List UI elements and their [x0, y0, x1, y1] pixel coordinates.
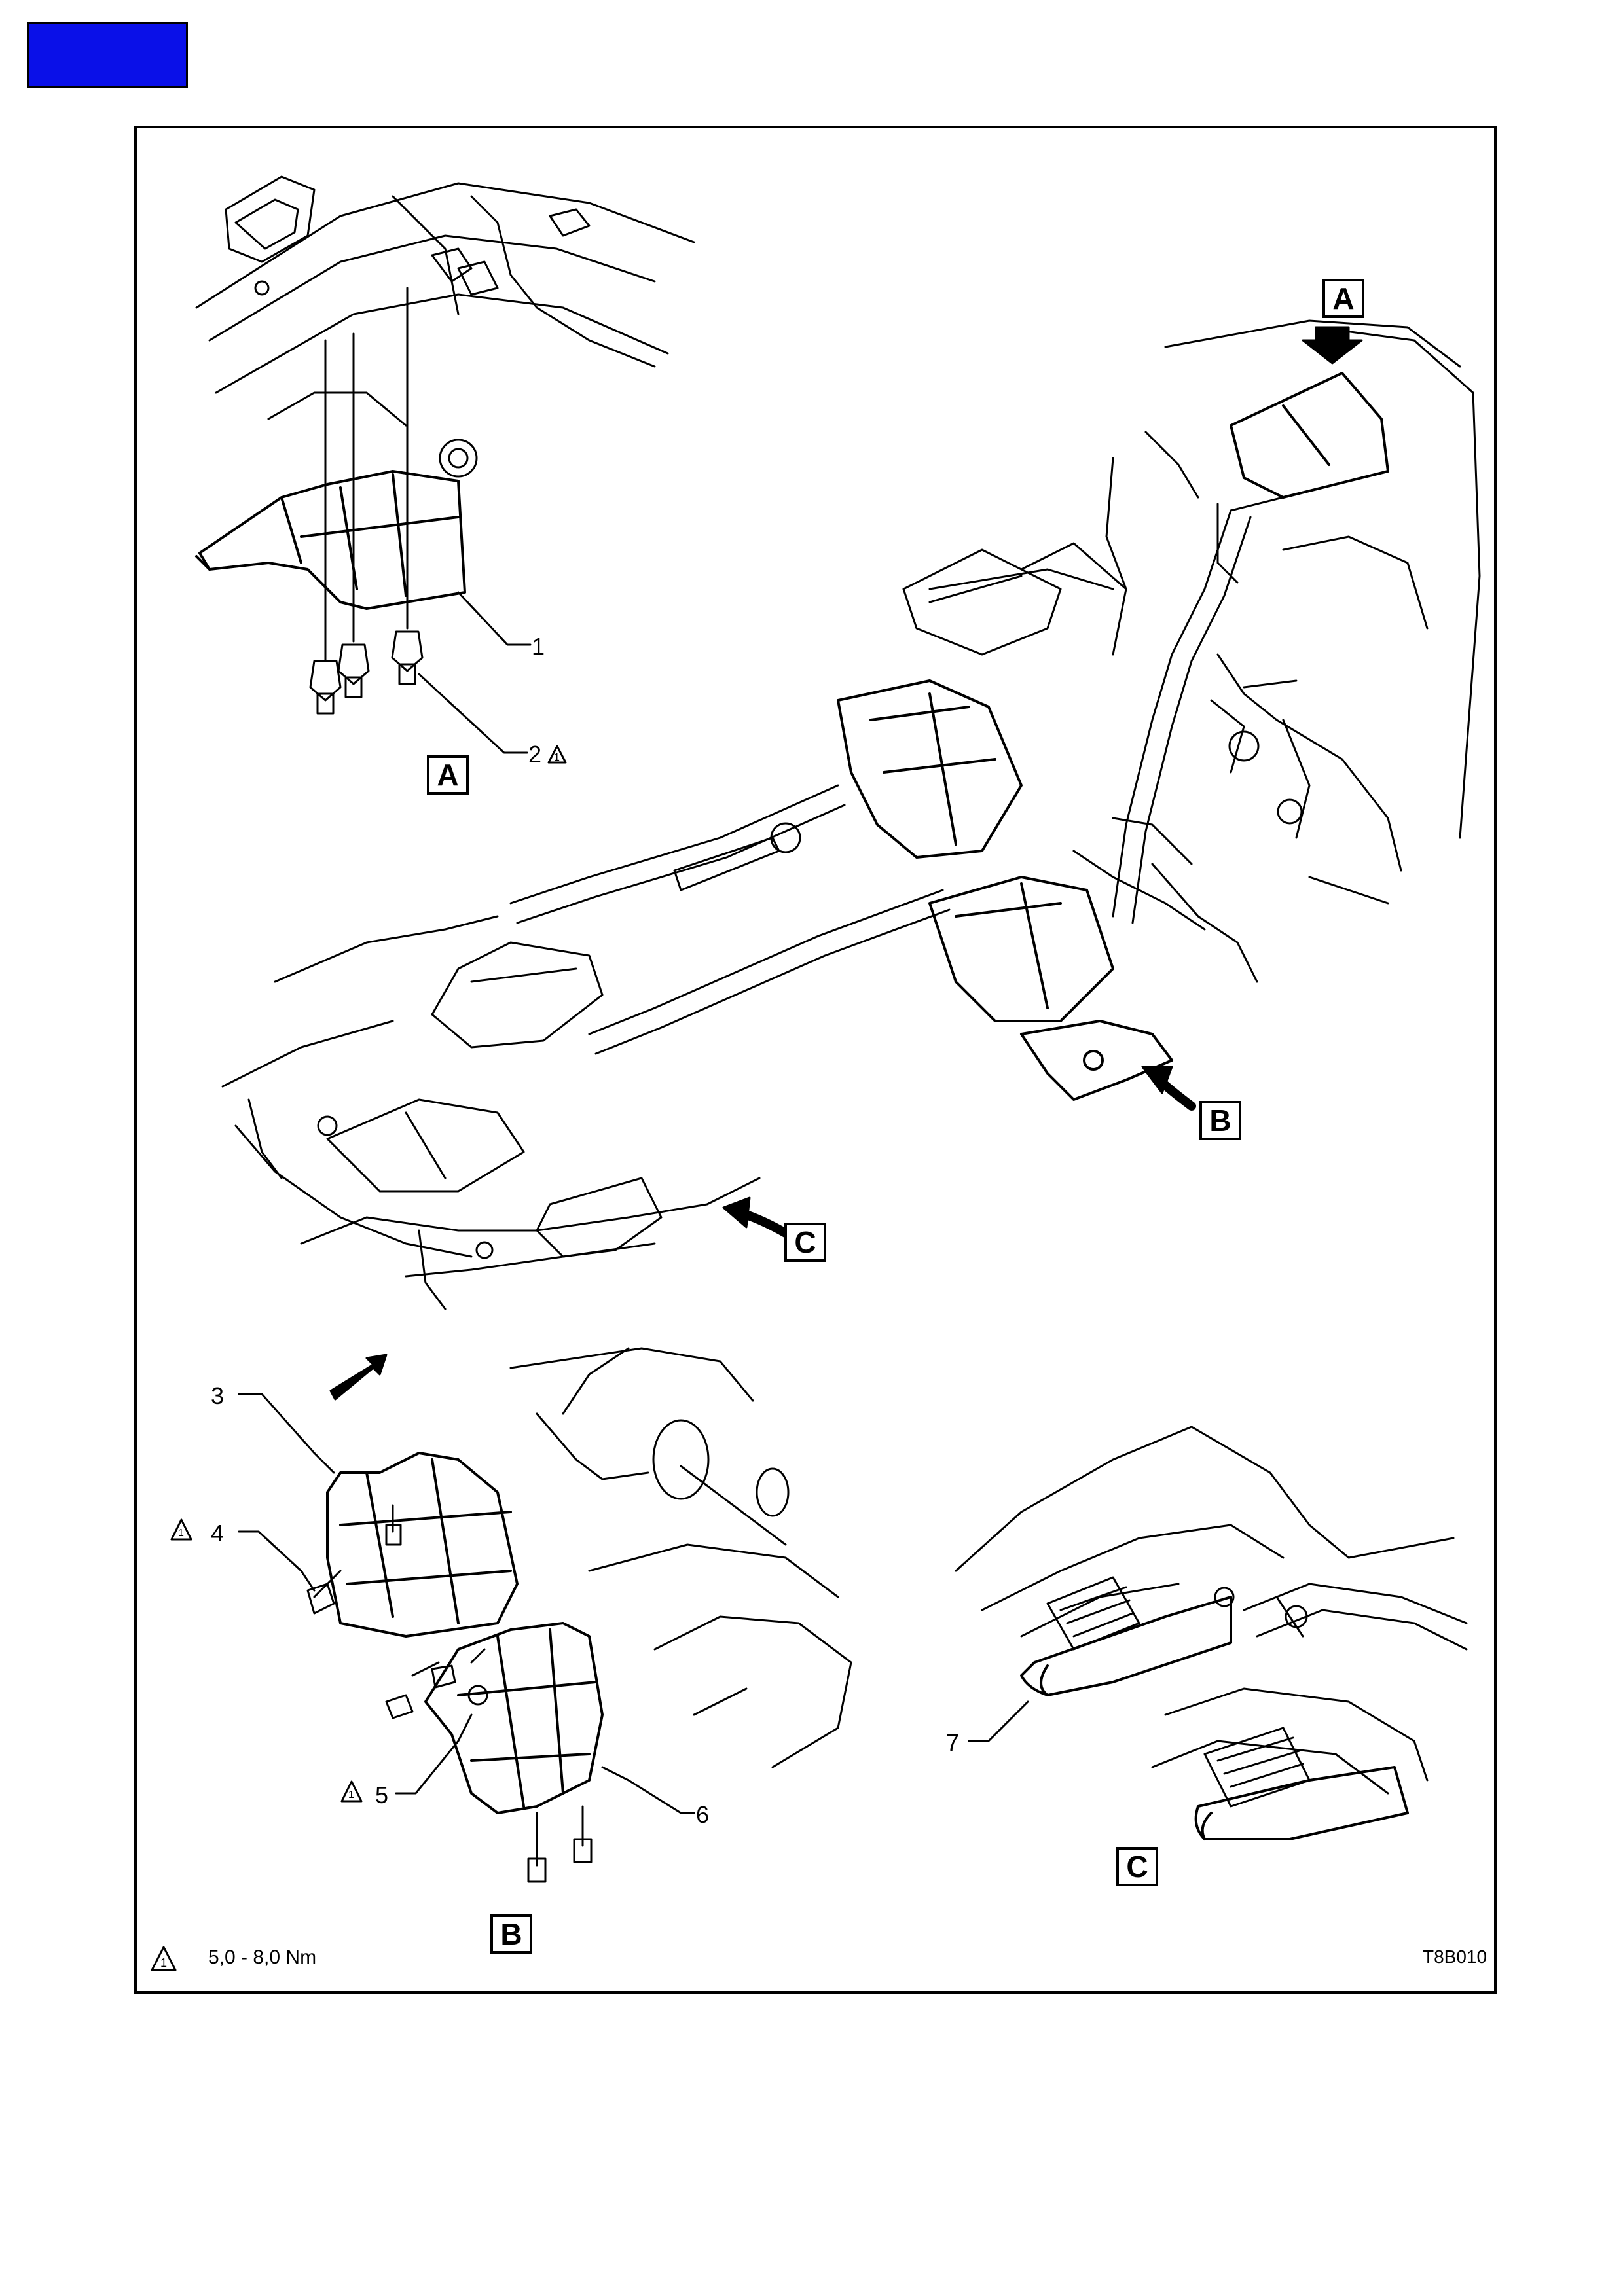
- view-b-callout-box: B: [1199, 1101, 1241, 1140]
- torque-mark-4: 1: [178, 1528, 184, 1539]
- view-a-callout-box: A: [1322, 279, 1364, 318]
- callout-3: 3: [211, 1384, 224, 1408]
- overview-heat-shield-b: [1021, 1021, 1172, 1100]
- view-c-callout-box: C: [784, 1223, 826, 1262]
- leader-3: [239, 1394, 334, 1473]
- callout-1: 1: [532, 635, 545, 658]
- overview-heat-shield-a: [1231, 373, 1388, 497]
- callout-5: 5: [375, 1784, 388, 1807]
- heat-shield-6: [426, 1623, 602, 1813]
- overview-left-structure: [223, 916, 759, 1309]
- leader-6: [602, 1767, 694, 1813]
- leader-2: [419, 674, 527, 753]
- leader-1: [458, 592, 530, 645]
- figure-code: T8B010: [1423, 1948, 1487, 1966]
- leader-5: [396, 1715, 471, 1793]
- bolts-b-lower: [528, 1806, 591, 1882]
- arrow-to-c-head: [723, 1198, 750, 1227]
- callout-6: 6: [696, 1803, 709, 1827]
- arrow-view-b-direction: [331, 1355, 386, 1399]
- overview-suspension: [903, 504, 1309, 982]
- detail-b-body: [511, 1348, 851, 1767]
- leader-4: [239, 1532, 314, 1590]
- view-a-caption-box: A: [427, 755, 469, 795]
- callout-7: 7: [946, 1731, 959, 1755]
- leader-7: [969, 1702, 1028, 1741]
- detail-c-body: [956, 1427, 1467, 1793]
- torque-mark-2: 1: [554, 753, 560, 763]
- torque-spec: 5,0 - 8,0 Nm: [208, 1948, 316, 1967]
- detail-a-body: [196, 177, 694, 476]
- torque-triangles: [152, 746, 566, 1970]
- view-b-caption-box: B: [490, 1914, 532, 1954]
- torque-mark-5: 1: [348, 1790, 354, 1801]
- heat-shield-3: [327, 1453, 517, 1636]
- overview-catalytic-converters: [838, 681, 1113, 1021]
- view-c-caption-box: C: [1116, 1847, 1158, 1886]
- bolts-2: [310, 288, 422, 713]
- heat-shield-1: [196, 471, 465, 609]
- callout-4: 4: [211, 1522, 224, 1545]
- callout-2: 2: [528, 743, 541, 766]
- overview-body-outline: [930, 321, 1480, 929]
- torque-mark-footer: 1: [160, 1957, 167, 1969]
